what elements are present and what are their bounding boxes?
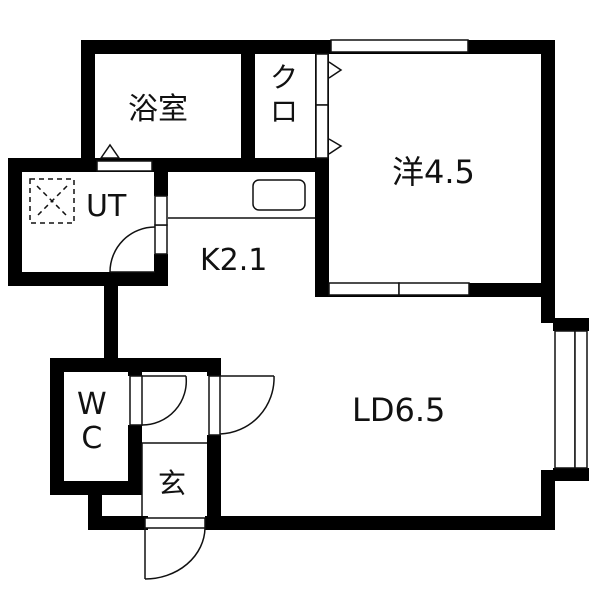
bathroom-label: 浴室 bbox=[128, 92, 188, 127]
sink-icon bbox=[252, 179, 306, 211]
toilet-door bbox=[129, 375, 188, 426]
closet-doors bbox=[315, 53, 343, 159]
entrance-label: 玄 bbox=[158, 467, 187, 500]
toilet-label: W C bbox=[77, 390, 107, 454]
closet-label: ク ロ bbox=[270, 64, 298, 126]
closet-label-char-2: ロ bbox=[270, 95, 299, 128]
utility-door bbox=[109, 195, 168, 273]
windows bbox=[328, 39, 588, 469]
western-bottom-window-right bbox=[398, 282, 470, 296]
toilet-label-char-2: C bbox=[81, 421, 103, 456]
toilet-label-char-1: W bbox=[77, 387, 107, 422]
washer-space-icon bbox=[29, 178, 75, 224]
walls bbox=[8, 40, 589, 530]
western-bottom-window-left bbox=[328, 282, 400, 296]
bathroom-door bbox=[96, 143, 153, 172]
western-top-window bbox=[330, 39, 469, 53]
western-room-label: 洋4.5 bbox=[392, 153, 475, 191]
closet-label-char-1: ク bbox=[270, 61, 299, 94]
bay-window-inner bbox=[554, 330, 576, 469]
bay-window-outer bbox=[574, 330, 588, 469]
kitchen-label: K2.1 bbox=[200, 243, 268, 278]
entrance-door bbox=[144, 517, 206, 580]
kitchen-counter bbox=[168, 179, 315, 219]
entrance-step bbox=[141, 442, 207, 516]
hall-door bbox=[208, 375, 275, 436]
utility-label: UT bbox=[86, 189, 127, 224]
living-dining-label: LD6.5 bbox=[352, 391, 446, 429]
